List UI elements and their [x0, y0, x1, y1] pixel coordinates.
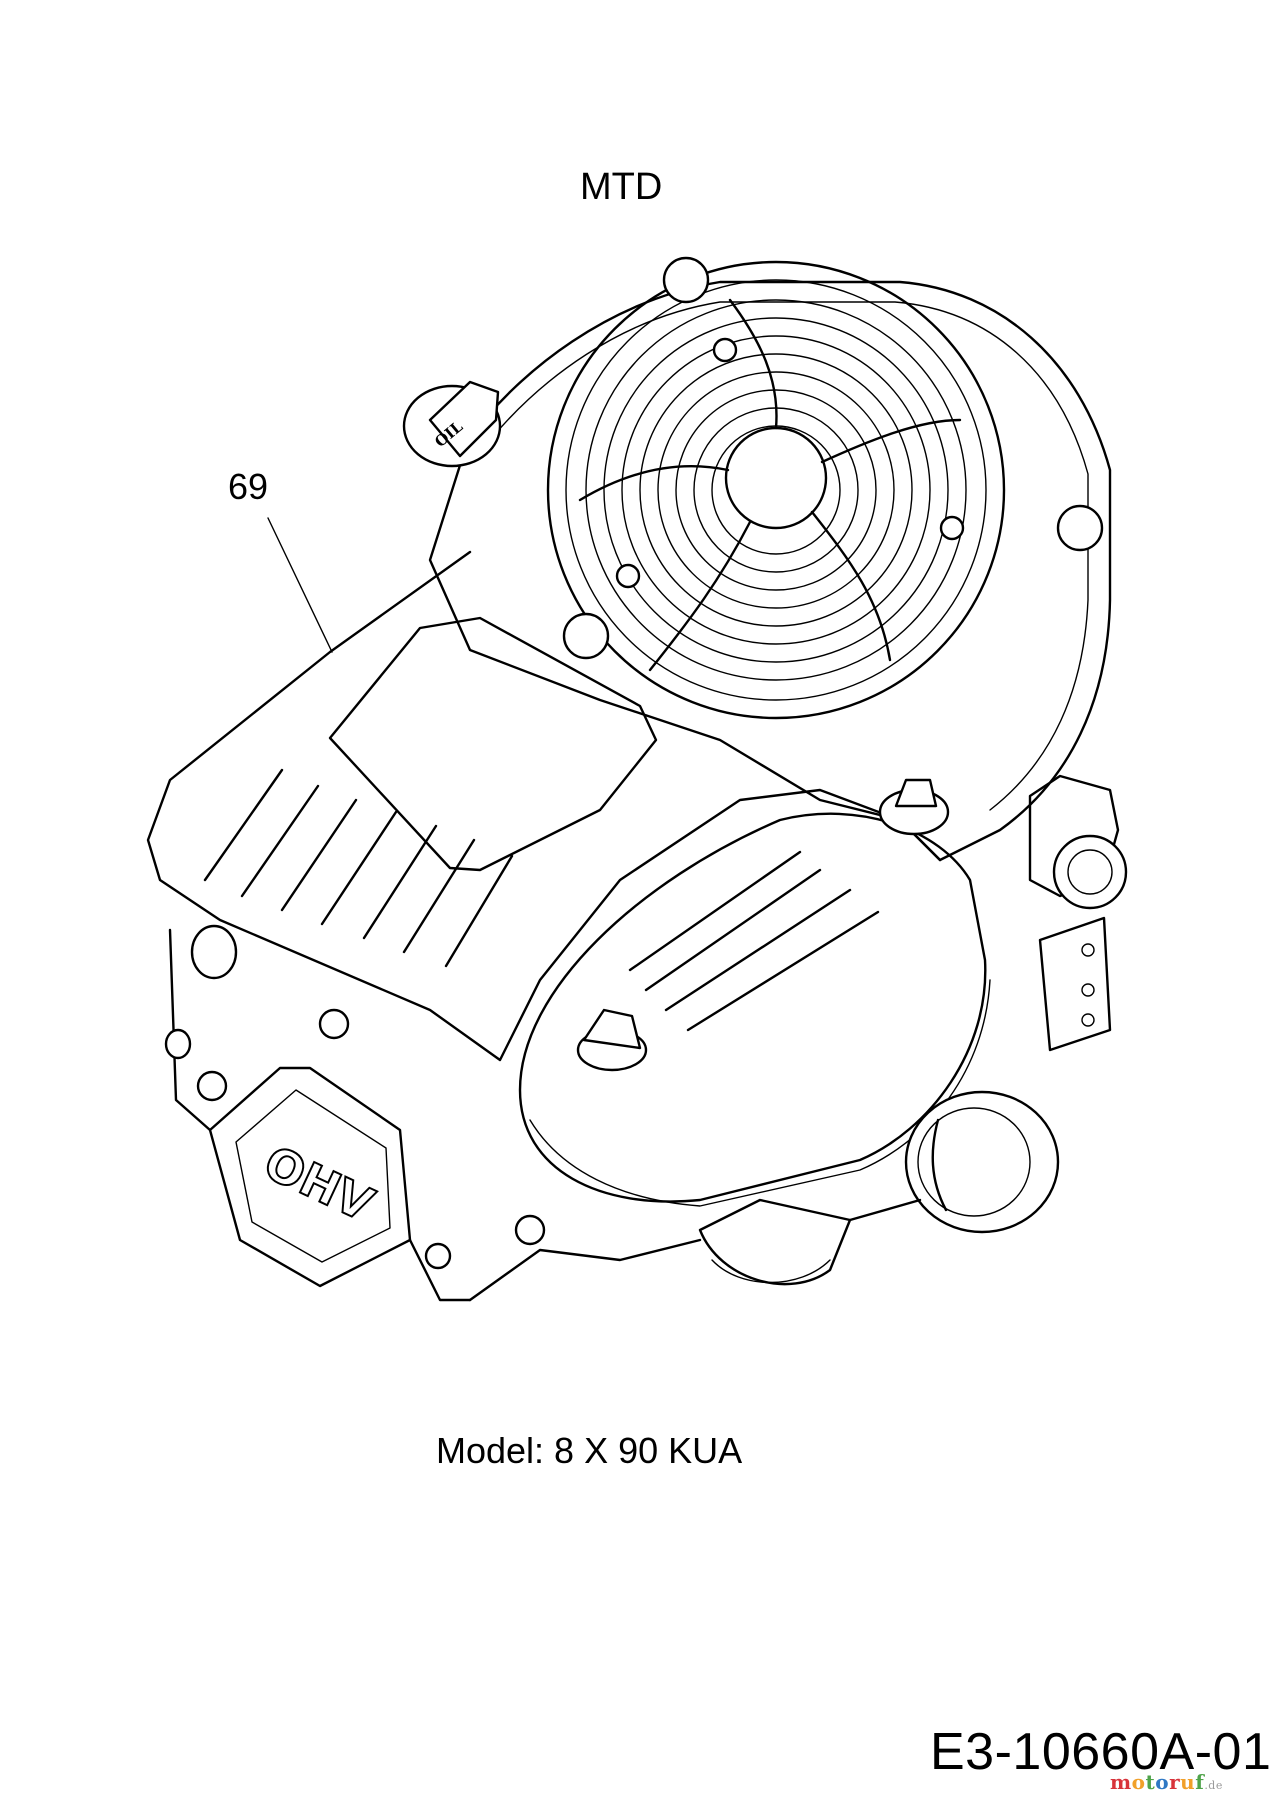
engine-shroud [146, 550, 942, 1062]
pulley-knob [904, 1090, 1060, 1234]
fan-hub [724, 426, 828, 530]
part-callout-number: 69 [228, 466, 269, 507]
shroud-vents [203, 768, 514, 968]
fan-grille-outer [546, 260, 1006, 720]
blower-housing [428, 280, 1112, 862]
model-caption: Model: 8 X 90 KUA [436, 1430, 743, 1471]
engine-base [468, 1198, 922, 1302]
engine-block-left [164, 924, 546, 1302]
blower-housing-rim [489, 301, 1089, 811]
shroud-window [328, 616, 658, 872]
brand-label: MTD [580, 166, 663, 208]
air-filter-slots [628, 850, 880, 1032]
air-filter-cover [518, 812, 987, 1203]
starter-motor [698, 1198, 852, 1286]
fan-grille-rings [585, 299, 967, 681]
throttle-knob [878, 778, 950, 836]
air-filter-knob [576, 1008, 648, 1072]
housing-nuts [562, 256, 1104, 660]
air-filter-cover-lip [529, 979, 991, 1207]
callout-leader-line [267, 517, 333, 653]
watermark-logo: motoruf.de [1110, 1770, 1223, 1794]
document-number: E3-10660A-01 [930, 1723, 1272, 1781]
fan-grille-ring [565, 279, 987, 701]
grille-screws [615, 337, 965, 589]
fan-spokes [578, 298, 962, 672]
oil-dipstick-cap: OIL [402, 380, 502, 468]
valve-cover: OHV [208, 1066, 412, 1288]
carburetor [1028, 774, 1128, 1052]
